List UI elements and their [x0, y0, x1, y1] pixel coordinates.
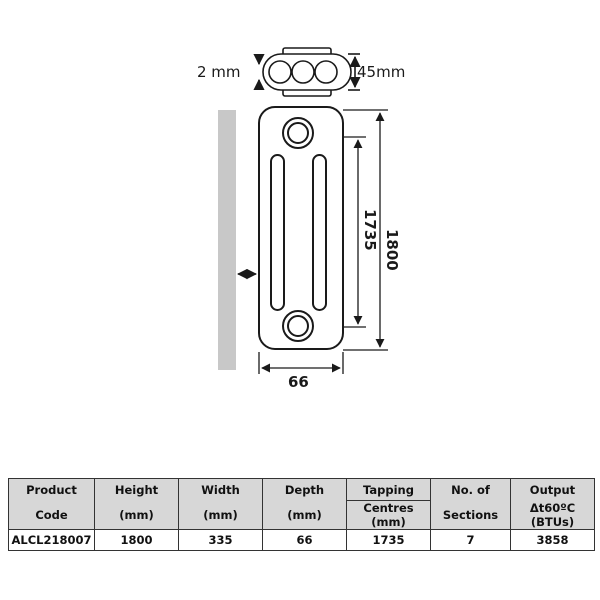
- header-tapping: Tapping: [346, 478, 431, 501]
- cell-sections: 7: [430, 529, 511, 551]
- table-header-row: Product Height Width Depth Tapping No. o…: [8, 478, 595, 501]
- top-view-tube: [314, 60, 338, 84]
- header-tapping-sub: Centres (mm): [346, 500, 431, 530]
- header-output-sub: Δt60ºC (BTUs): [510, 500, 595, 530]
- header-depth: Depth: [262, 478, 347, 501]
- header-height: Height: [94, 478, 179, 501]
- cell-output: 3858: [510, 529, 595, 551]
- header-width: Width: [178, 478, 263, 501]
- top-view-tube: [268, 60, 292, 84]
- top-view: [253, 47, 361, 97]
- height-label: 1800: [383, 229, 401, 271]
- header-width-sub: (mm): [178, 500, 263, 530]
- spec-table: Product Height Width Depth Tapping No. o…: [8, 478, 595, 551]
- header-depth-sub: (mm): [262, 500, 347, 530]
- gap-label: 2 mm: [197, 63, 241, 81]
- header-sections: No. of: [430, 478, 511, 501]
- centres-label: 1735: [361, 209, 379, 251]
- depth-label: 66: [288, 373, 309, 391]
- outlet-port-inner: [287, 315, 309, 337]
- header-product: Product: [8, 478, 95, 501]
- header-height-sub: (mm): [94, 500, 179, 530]
- radiator-column-left: [270, 154, 285, 311]
- header-sections-sub: Sections: [430, 500, 511, 530]
- cell-product-code: ALCL218007: [8, 529, 95, 551]
- inlet-port-inner: [287, 122, 309, 144]
- front-view: [258, 106, 344, 350]
- table-row: ALCL218007 1800 335 66 1735 7 3858: [8, 529, 595, 551]
- cell-depth: 66: [262, 529, 347, 551]
- header-output: Output: [510, 478, 595, 501]
- table-header-row-2: Code (mm) (mm) (mm) Centres (mm) Section…: [8, 500, 595, 530]
- depth-mm-label: 45mm: [357, 63, 405, 81]
- radiator-column-right: [312, 154, 327, 311]
- cell-tapping-centres: 1735: [346, 529, 431, 551]
- wall: [218, 110, 236, 370]
- header-product-sub: Code: [8, 500, 95, 530]
- cell-height: 1800: [94, 529, 179, 551]
- top-view-tube: [291, 60, 315, 84]
- cell-width: 335: [178, 529, 263, 551]
